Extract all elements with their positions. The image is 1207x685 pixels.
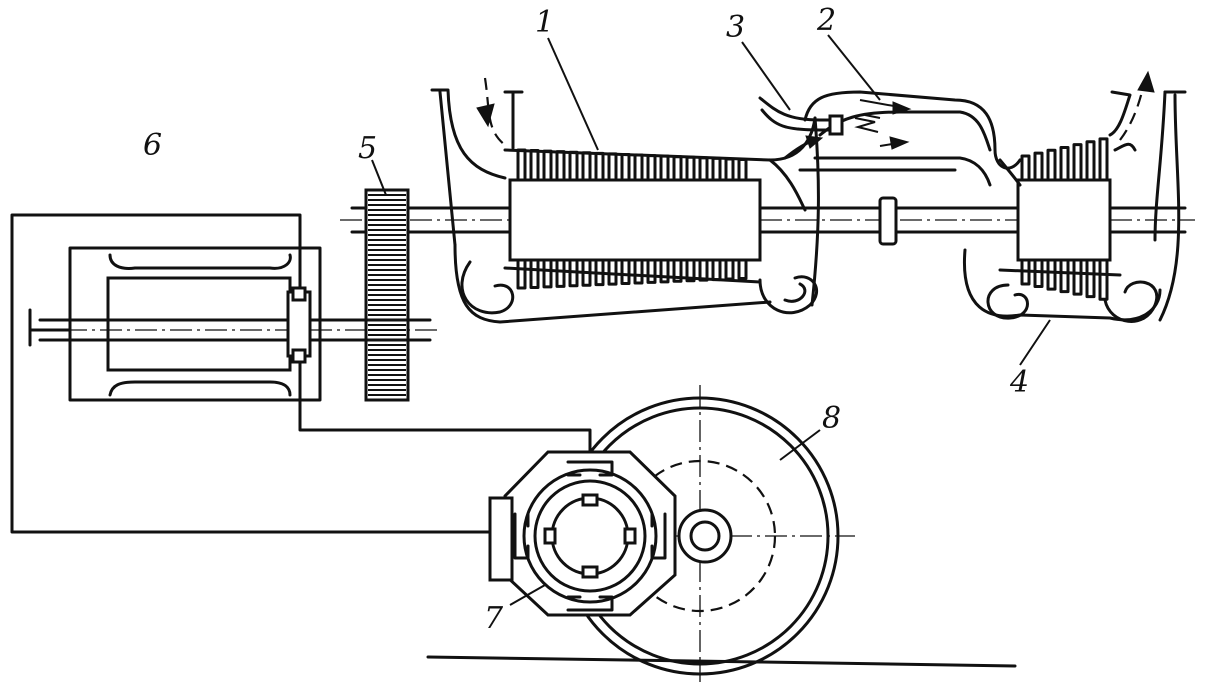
intake-arrow: [476, 77, 506, 146]
gear: [364, 188, 410, 402]
label-combustion-chamber: 2: [816, 3, 836, 38]
flow-arrow: [783, 135, 824, 160]
label-gear: 5: [358, 131, 377, 166]
compressor-blades-upper: [516, 148, 748, 180]
compressor: [430, 88, 820, 324]
label-wheel: 8: [822, 401, 841, 436]
compressor-blades-lower: [516, 260, 748, 290]
leader-lines: [371, 34, 1051, 606]
label-generator: 6: [143, 128, 162, 163]
combustion-chamber: [798, 90, 1022, 187]
turbine-blades-lower: [1020, 260, 1109, 301]
electrical-wiring: [10, 213, 592, 534]
label-fuel-injector: 3: [726, 10, 745, 45]
label-traction-motor: 7: [484, 601, 504, 636]
exhaust-arrow: [1119, 70, 1155, 141]
generator: [28, 246, 440, 402]
label-turbine: 4: [1009, 365, 1029, 400]
shaft-coupling: [878, 196, 898, 246]
fuel-injector: [758, 96, 844, 136]
rail-ground-line: [426, 655, 1017, 668]
label-compressor: 1: [535, 5, 554, 40]
turbine-blades-upper: [1020, 137, 1109, 180]
traction-motor: [488, 450, 733, 617]
